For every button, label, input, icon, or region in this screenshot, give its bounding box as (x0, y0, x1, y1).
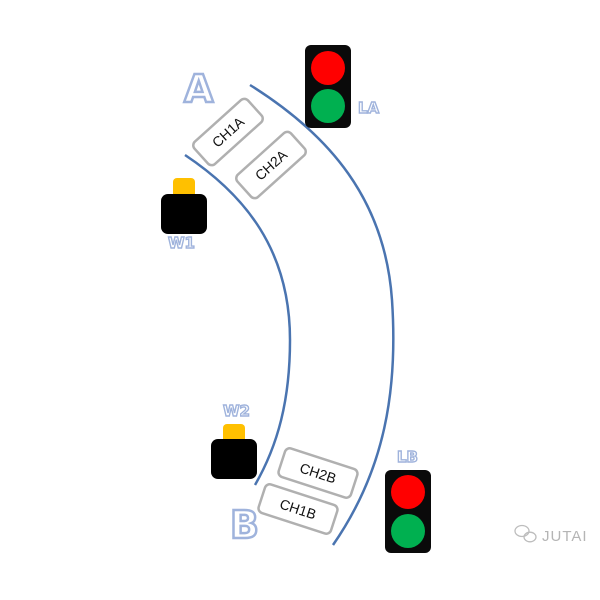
worker-w1-label: W1 (168, 234, 195, 252)
green-light-icon (311, 89, 345, 123)
traffic-light-lb (385, 470, 431, 553)
road-inner-edge (184, 153, 292, 486)
road-outer-edge (249, 83, 395, 546)
watermark-text: JUTAI (542, 528, 588, 545)
worker-head-icon (173, 178, 195, 198)
worker-w1 (161, 178, 207, 234)
traffic-light-la-label: LA (358, 99, 380, 117)
worker-w2-label: W2 (223, 402, 250, 420)
traffic-light-lb-label: LB (397, 448, 418, 466)
worker-w2 (211, 424, 257, 479)
end-label-a: A (184, 67, 214, 111)
red-light-icon (311, 51, 345, 85)
end-label-b: B (230, 503, 259, 547)
worker-body-icon (211, 439, 257, 479)
channel-ch1b: CH1B (257, 483, 339, 535)
red-light-icon (391, 475, 425, 509)
channel-ch2a: CH2A (235, 130, 307, 200)
green-light-icon (391, 514, 425, 548)
traffic-light-la (305, 45, 351, 128)
watermark: JUTAI (514, 524, 588, 545)
channel-ch2b: CH2B (277, 447, 359, 499)
worker-body-icon (161, 194, 207, 234)
wechat-icon (514, 524, 537, 543)
